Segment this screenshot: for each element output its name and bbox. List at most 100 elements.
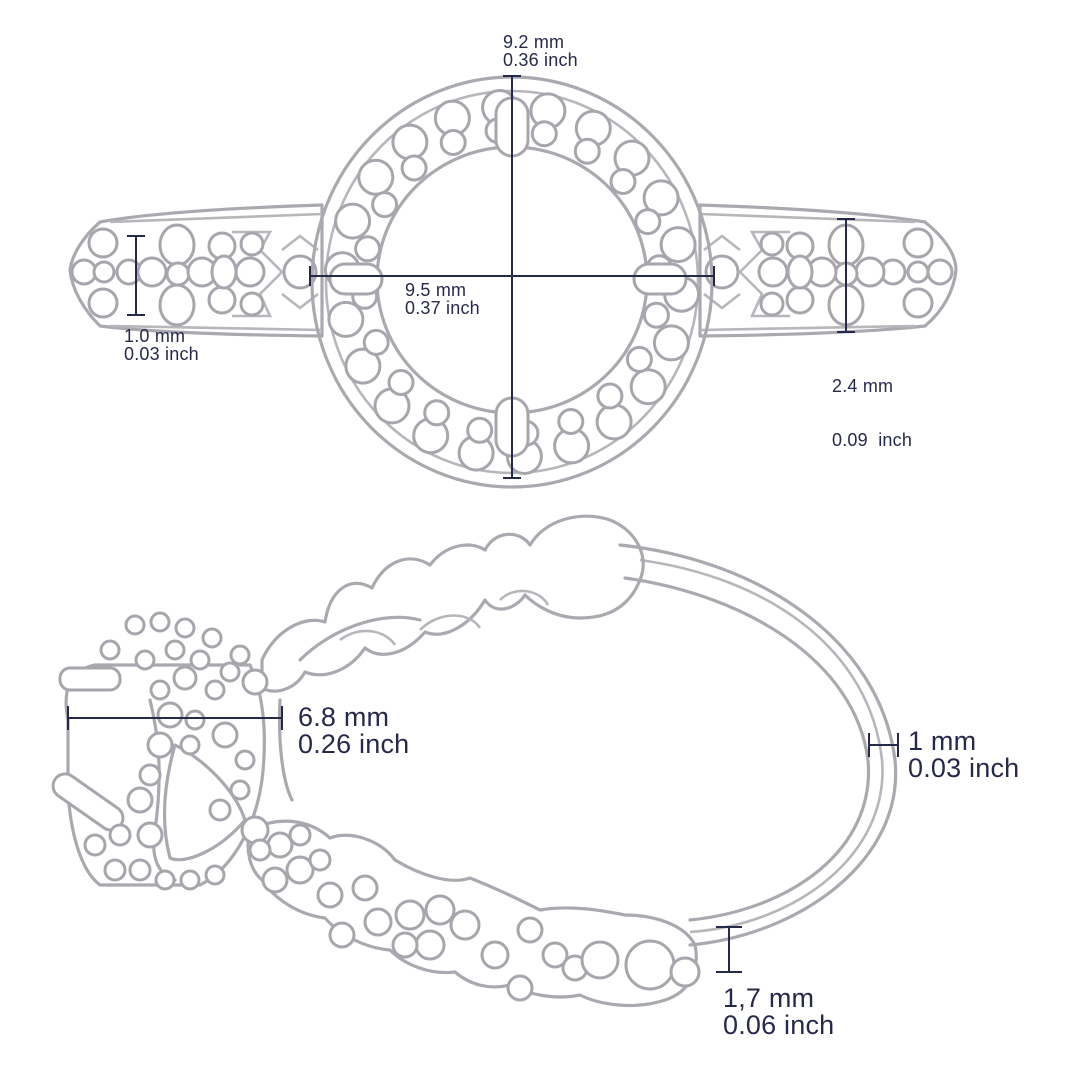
halo-stone: [466, 416, 494, 444]
side-stone: [624, 939, 676, 991]
band-stone-label: 1.0 mm 0.03 inch: [124, 327, 199, 363]
head-depth-mm: 6.8 mm: [298, 702, 390, 732]
head-height-mm: 9.2 mm: [503, 32, 565, 52]
head-width-mm: 9.5 mm: [405, 280, 467, 300]
prong-right: [632, 262, 688, 296]
side-stone: [316, 881, 344, 909]
head-depth-label: 6.8 mm 0.26 inch: [298, 704, 409, 758]
side-stone: [128, 858, 152, 882]
side-stone: [99, 639, 121, 661]
shank-outer: [618, 543, 898, 947]
shank-inner: [277, 615, 422, 802]
side-stone: [184, 709, 206, 731]
halo-stone: [344, 347, 382, 385]
side-stone: [146, 731, 174, 759]
side-stone: [174, 617, 196, 639]
side-stone: [261, 866, 289, 894]
halo-stone: [530, 120, 558, 148]
upper-shoulder: [260, 514, 645, 693]
side-stone: [172, 665, 198, 691]
band-stone-inch: 0.03 inch: [124, 344, 199, 364]
halo-stone: [625, 345, 653, 373]
band-thickness-mm: 1 mm: [908, 726, 977, 756]
halo-stone: [391, 123, 429, 161]
side-stone: [285, 855, 315, 885]
head-height-inch: 0.36 inch: [503, 50, 578, 70]
band-right-outline: [698, 203, 958, 338]
side-stone: [351, 874, 379, 902]
band-width-mm: 2.4 mm: [832, 376, 894, 396]
side-stone: [516, 916, 544, 944]
side-stone: [669, 956, 701, 988]
halo-stone: [439, 129, 467, 156]
side-stone: [449, 909, 481, 941]
top-view-dimensions: [127, 75, 855, 479]
side-stone: [266, 831, 294, 859]
side-stone: [179, 734, 201, 756]
prong-left: [328, 262, 384, 296]
side-stone: [241, 668, 269, 696]
side-stone: [480, 940, 510, 970]
halo-stone: [400, 154, 428, 182]
side-stone: [363, 907, 393, 937]
halo-stone: [387, 369, 415, 396]
side-stone: [308, 848, 332, 872]
shoulder-thickness-inch: 0.06 inch: [723, 1010, 835, 1040]
halo-stone: [334, 202, 372, 240]
shoulder-thickness-mm: 1,7 mm: [723, 983, 815, 1013]
side-stone: [138, 763, 162, 787]
head-depth-inch: 0.26 inch: [298, 729, 410, 759]
band-thickness-inch: 0.03 inch: [908, 753, 1020, 783]
side-stone: [204, 864, 226, 886]
head-width-label: 9.5 mm 0.37 inch: [405, 281, 480, 317]
halo-stone: [595, 403, 633, 441]
band-thickness-label: 1 mm 0.03 inch: [908, 728, 1019, 782]
side-stone: [156, 701, 184, 729]
side-stone: [234, 749, 256, 771]
side-stone: [164, 639, 186, 661]
side-stone: [219, 661, 241, 683]
side-stone: [394, 899, 426, 931]
halo-stone: [357, 158, 395, 196]
halo-stone: [642, 179, 680, 217]
side-stone: [189, 649, 211, 671]
band-stones-right: [703, 223, 954, 327]
halo-stone: [371, 191, 399, 219]
side-stone: [229, 644, 251, 666]
side-stone: [541, 941, 569, 969]
halo-stones: [323, 89, 701, 475]
halo-stone: [423, 399, 451, 427]
side-stone: [240, 815, 270, 845]
side-stone: [103, 858, 127, 882]
halo-stone: [596, 382, 624, 410]
shoulder-thickness-label: 1,7 mm 0.06 inch: [723, 985, 834, 1039]
side-stone: [580, 940, 620, 980]
halo-stone: [629, 368, 667, 406]
side-stones: [83, 611, 701, 1002]
halo-stone: [642, 301, 670, 329]
band-stones-left: [70, 223, 319, 327]
side-stone: [108, 823, 132, 847]
halo-stone: [634, 208, 662, 236]
side-stone: [248, 838, 272, 862]
top-view-ring: [68, 75, 958, 489]
side-stone: [288, 823, 312, 847]
halo-stone: [557, 408, 585, 435]
side-stone: [328, 921, 356, 949]
side-stone: [229, 779, 251, 801]
side-view-ring: [51, 514, 898, 1008]
side-stone: [134, 649, 156, 671]
side-stone: [201, 627, 223, 649]
side-stone: [414, 929, 446, 961]
band-stone-mm: 1.0 mm: [124, 326, 186, 346]
side-stone: [149, 679, 171, 701]
halo-stone: [362, 328, 390, 356]
halo-stone: [652, 324, 690, 362]
side-stone: [391, 931, 419, 959]
side-view-dimensions: [67, 706, 899, 973]
band-width-inch: 0.09 inch: [832, 430, 913, 450]
side-stone: [83, 833, 107, 857]
side-stone: [506, 974, 534, 1002]
side-stone: [154, 869, 176, 891]
